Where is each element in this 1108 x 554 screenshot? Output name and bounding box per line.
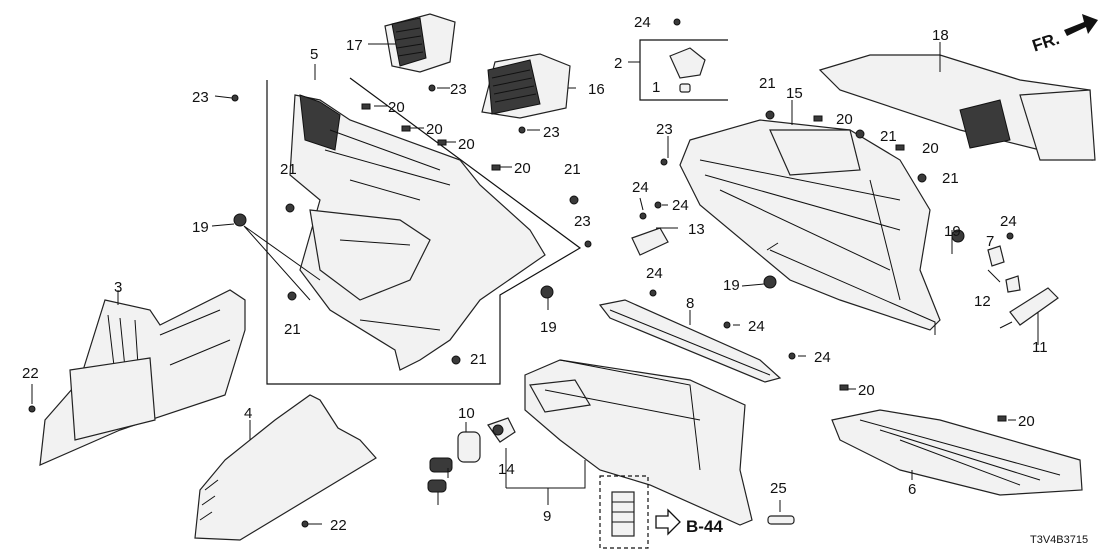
callout-20: 20 bbox=[858, 382, 875, 399]
callouts: 1 2 3 4 5 6 7 8 9 10 11 12 13 14 15 16 1… bbox=[22, 14, 1048, 534]
side-cover-3 bbox=[39, 289, 246, 466]
callout-16: 16 bbox=[588, 81, 605, 98]
sensor-1 bbox=[669, 47, 706, 93]
callout-20: 20 bbox=[514, 160, 531, 177]
callout-24: 24 bbox=[672, 197, 689, 214]
clip-7 bbox=[987, 245, 1005, 267]
fasteners bbox=[28, 18, 1014, 528]
callout-21: 21 bbox=[880, 128, 897, 145]
callout-20: 20 bbox=[388, 99, 405, 116]
callout-18: 18 bbox=[932, 27, 949, 44]
callout-1: 1 bbox=[652, 79, 660, 96]
page-reference-block: B-44 bbox=[599, 475, 723, 549]
callout-22: 22 bbox=[22, 365, 39, 382]
callout-25: 25 bbox=[770, 480, 787, 497]
callout-7: 7 bbox=[986, 233, 994, 250]
callout-24: 24 bbox=[1000, 213, 1017, 230]
callout-11: 11 bbox=[1032, 339, 1048, 356]
lower-panel-5 bbox=[289, 94, 546, 371]
callout-19: 19 bbox=[944, 223, 961, 240]
callout-20: 20 bbox=[836, 111, 853, 128]
callout-23: 23 bbox=[192, 89, 209, 106]
callout-24: 24 bbox=[646, 265, 663, 282]
side-vent-16 bbox=[481, 53, 571, 119]
damper-11 bbox=[999, 287, 1059, 329]
callout-21: 21 bbox=[470, 351, 487, 368]
callout-10: 10 bbox=[458, 405, 475, 422]
callout-23: 23 bbox=[574, 213, 591, 230]
callout-21: 21 bbox=[942, 170, 959, 187]
callout-13: 13 bbox=[688, 221, 705, 238]
callout-20: 20 bbox=[458, 136, 475, 153]
upper-dash-trim-18 bbox=[818, 54, 1096, 161]
direction-label: FR. bbox=[1030, 29, 1062, 56]
front-arrow-icon bbox=[1064, 14, 1098, 36]
callout-20: 20 bbox=[922, 140, 939, 157]
callout-17: 17 bbox=[346, 37, 363, 54]
frame-15 bbox=[679, 119, 941, 331]
callout-4: 4 bbox=[244, 405, 252, 422]
glove-box-9 bbox=[524, 359, 753, 526]
callout-23: 23 bbox=[543, 124, 560, 141]
callout-24: 24 bbox=[814, 349, 831, 366]
reference-arrow-icon bbox=[655, 508, 681, 536]
key-lock-10 bbox=[427, 431, 481, 505]
callout-24: 24 bbox=[632, 179, 649, 196]
side-vent-17 bbox=[384, 13, 456, 73]
callout-19: 19 bbox=[192, 219, 209, 236]
callout-15: 15 bbox=[786, 85, 803, 102]
callout-19: 19 bbox=[723, 277, 740, 294]
diagram-code: T3V4B3715 bbox=[1030, 534, 1088, 546]
callout-21: 21 bbox=[284, 321, 301, 338]
callout-21: 21 bbox=[759, 75, 776, 92]
callout-8: 8 bbox=[686, 295, 694, 312]
bracket-13 bbox=[631, 227, 669, 256]
pin-25 bbox=[767, 515, 795, 525]
bracket-8 bbox=[598, 299, 782, 383]
callout-24: 24 bbox=[634, 14, 651, 31]
callout-23: 23 bbox=[450, 81, 467, 98]
front-direction-indicator: FR. bbox=[1030, 14, 1098, 56]
assembly-bracket-2 bbox=[639, 39, 728, 101]
callout-3: 3 bbox=[114, 279, 122, 296]
callout-21: 21 bbox=[564, 161, 581, 178]
callout-22: 22 bbox=[330, 517, 347, 534]
leader-lines bbox=[31, 42, 1039, 525]
callout-24: 24 bbox=[748, 318, 765, 335]
tray-6 bbox=[831, 409, 1083, 496]
lock-cap-14 bbox=[487, 417, 516, 443]
clip-12 bbox=[1005, 275, 1021, 293]
callout-2: 2 bbox=[614, 55, 622, 72]
callout-20: 20 bbox=[1018, 413, 1035, 430]
assembly-box-5 bbox=[266, 77, 582, 385]
side-panel-4 bbox=[194, 394, 377, 541]
page-reference-label: B-44 bbox=[686, 517, 723, 536]
callout-6: 6 bbox=[908, 481, 916, 498]
callout-12: 12 bbox=[974, 293, 991, 310]
callout-14: 14 bbox=[498, 461, 515, 478]
callout-23: 23 bbox=[656, 121, 673, 138]
callout-21: 21 bbox=[280, 161, 297, 178]
callout-5: 5 bbox=[310, 46, 318, 63]
callout-20: 20 bbox=[426, 121, 443, 138]
callout-9: 9 bbox=[543, 508, 551, 525]
callout-19: 19 bbox=[540, 319, 557, 336]
